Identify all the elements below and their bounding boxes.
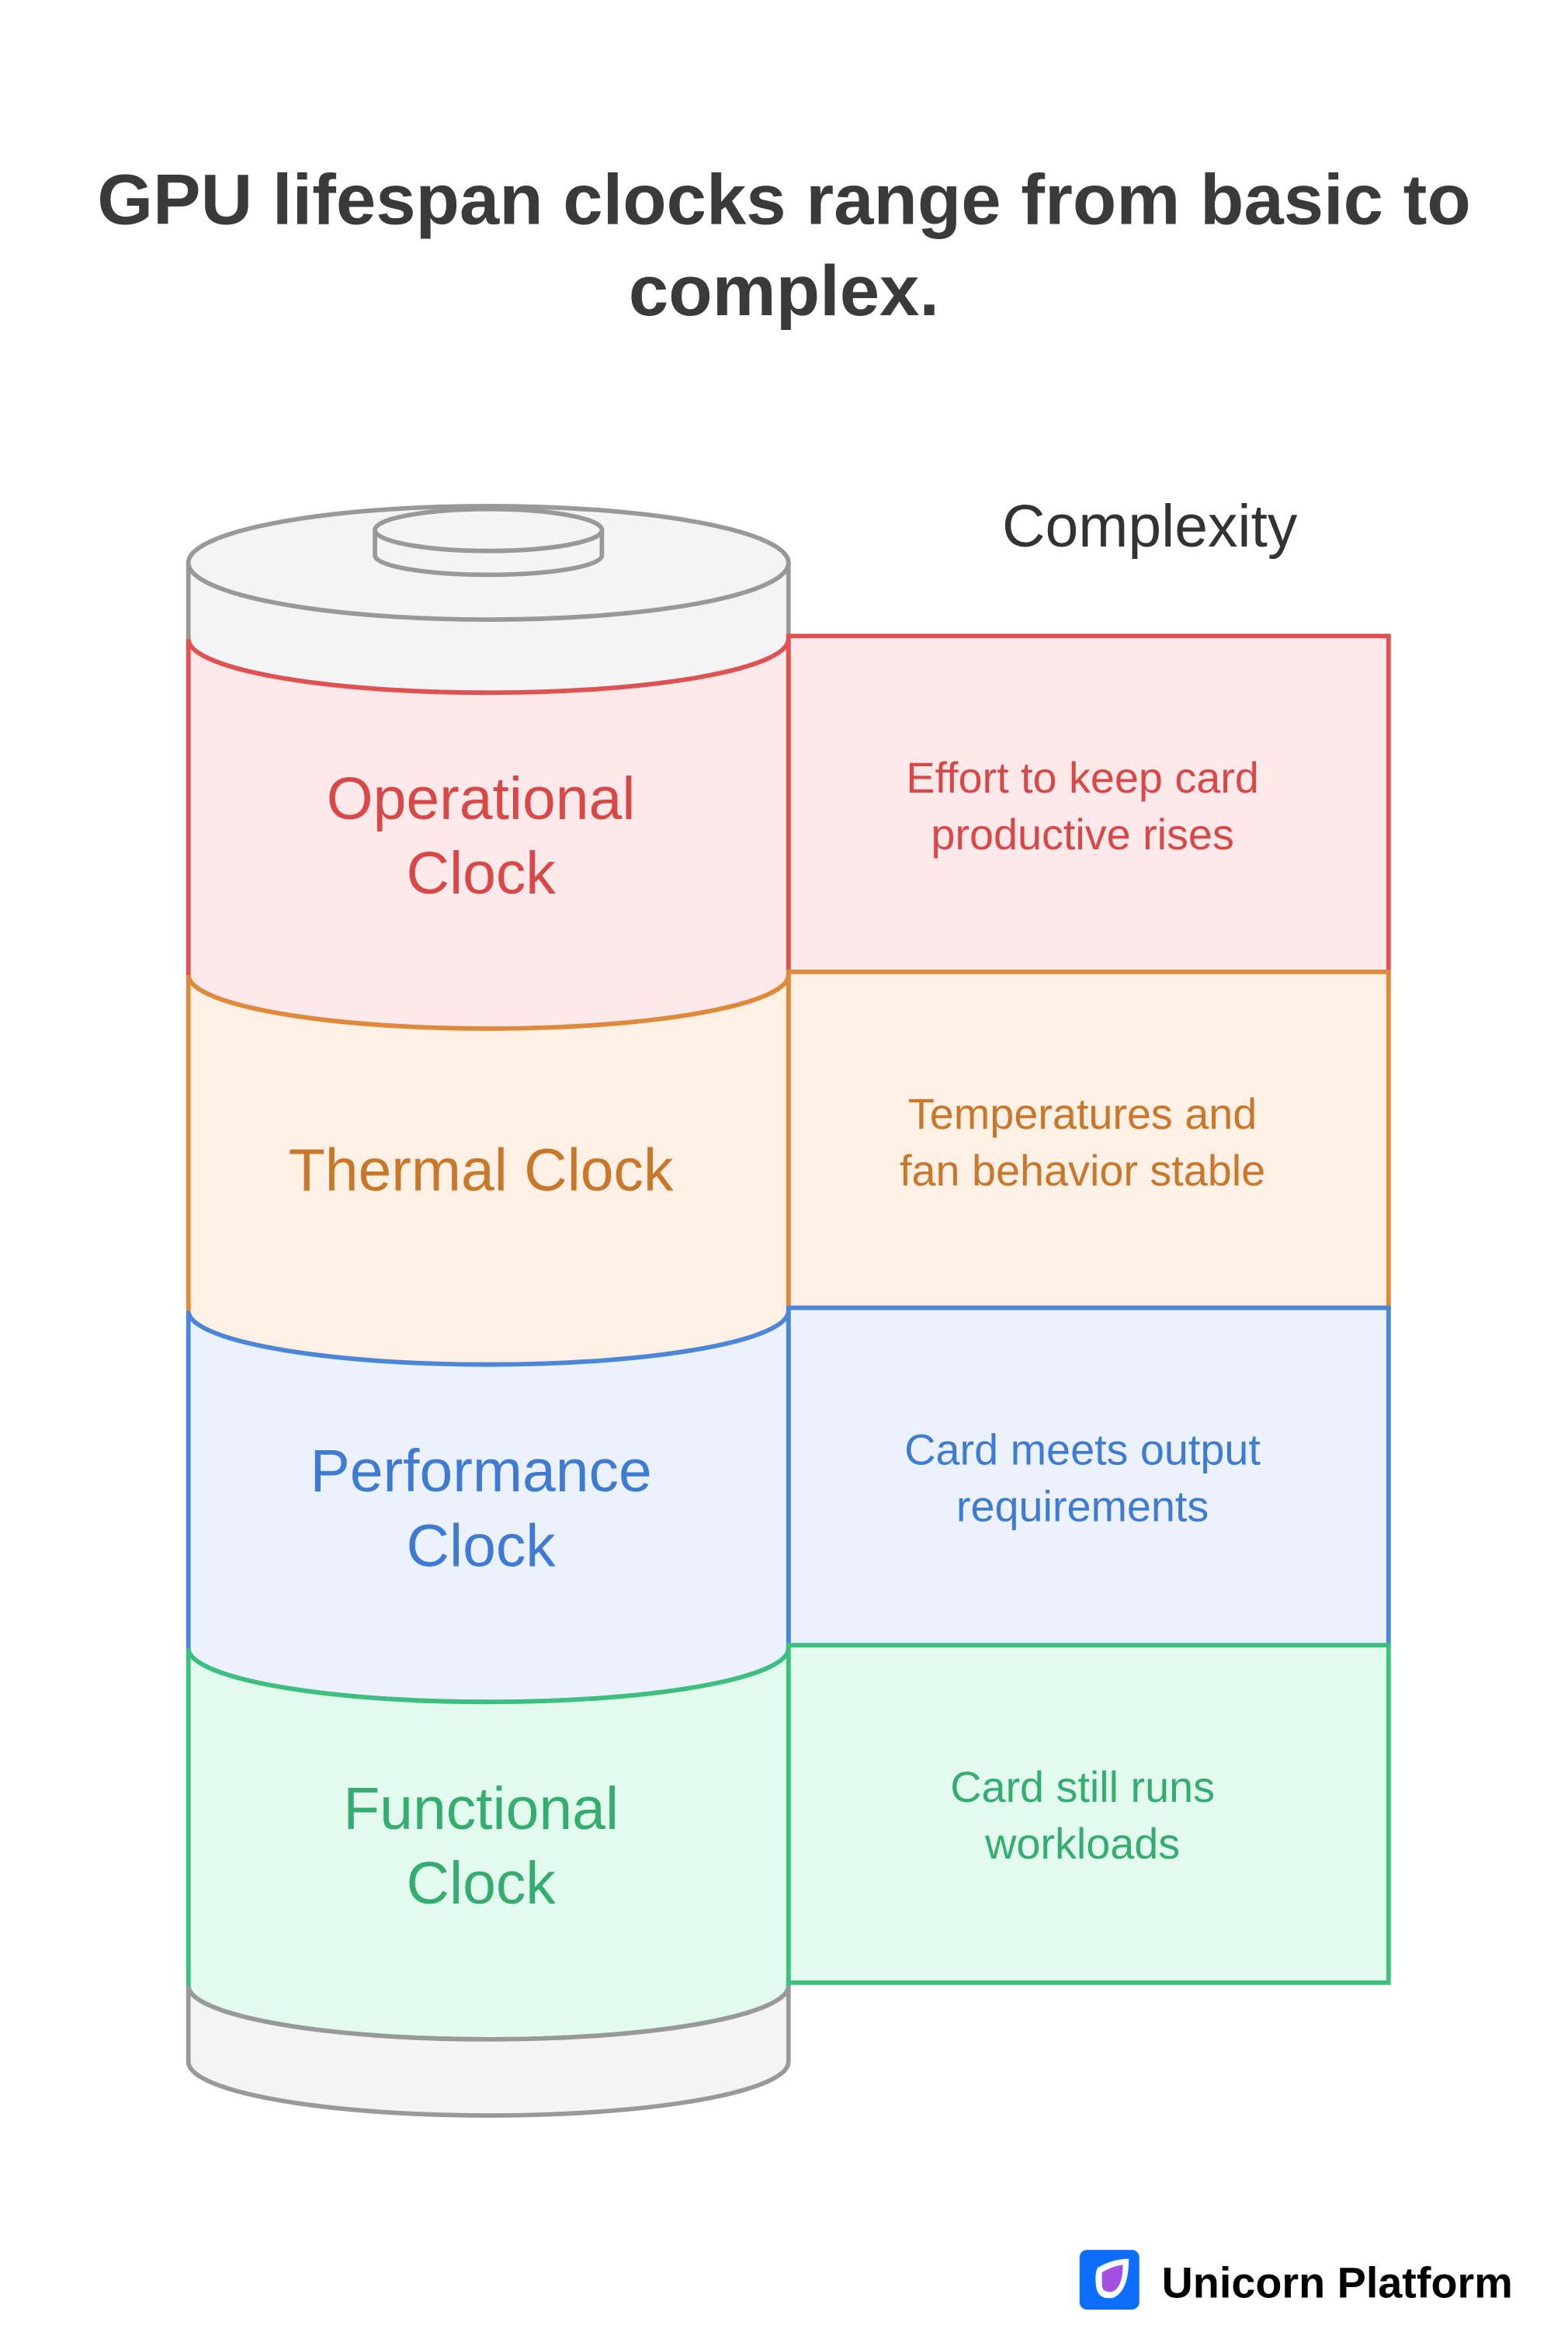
description-box: [786, 633, 1391, 974]
layer-label: Functional: [343, 1775, 619, 1842]
brand-logo: Unicorn Platform: [1079, 2250, 1513, 2310]
complexity-label: Complexity: [1002, 493, 1298, 560]
layer-thermal-clock: Thermal Clock Temperatures and fan behavio…: [186, 970, 1391, 1367]
layer-label-line-2: Clock: [406, 840, 556, 907]
title-line-2: complex.: [629, 250, 939, 331]
brand-name: Unicorn Platform: [1162, 2259, 1513, 2307]
layer-description-line-2: workloads: [984, 1820, 1180, 1868]
layer-description-line-2: fan behavior stable: [900, 1147, 1265, 1195]
layer-label: Performance: [310, 1438, 651, 1505]
description-box: [786, 1643, 1391, 1985]
layer-description-line-1: Card still runs: [950, 1763, 1215, 1811]
layer-description-line-1: Effort to keep card: [906, 754, 1259, 802]
layer-label: Thermal Clock: [289, 1137, 674, 1204]
battery-terminal: [373, 506, 605, 578]
battery-segment: [186, 1647, 791, 2042]
layer-description-line-1: Temperatures and: [908, 1090, 1257, 1138]
layer-description-line-2: productive rises: [931, 810, 1233, 859]
layer-label: Operational: [327, 765, 636, 832]
layer-description-line-1: Card meets output: [904, 1426, 1261, 1474]
description-box: [786, 1305, 1391, 1648]
battery-segment: [186, 1310, 791, 1705]
layer-description-line-2: requirements: [956, 1483, 1209, 1531]
layer-label-line-2: Clock: [406, 1512, 556, 1579]
battery-bottom-cap: [186, 1985, 791, 2118]
title-line-1: GPU lifespan clocks range from basic to: [97, 158, 1471, 239]
layer-label-line-2: Clock: [406, 1850, 556, 1917]
description-box: [786, 970, 1391, 1310]
battery-top-cap: [186, 504, 791, 696]
battery-segment: [186, 638, 791, 1031]
